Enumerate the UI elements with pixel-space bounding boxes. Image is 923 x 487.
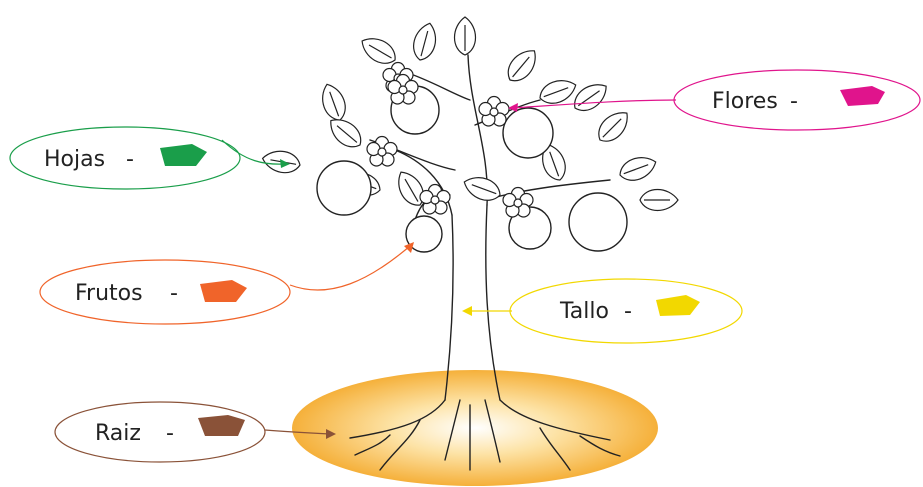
callout-hojas-bubble	[9, 126, 241, 190]
callout-raiz: Raiz -	[54, 401, 336, 463]
callout-hojas-dash: -	[126, 147, 134, 172]
callout-hojas-arrow	[221, 139, 286, 165]
tallo-color-swatch	[656, 295, 700, 316]
callout-tallo-dash: -	[624, 299, 632, 324]
hojas-color-swatch	[160, 144, 207, 166]
callout-frutos-bubble	[39, 259, 291, 325]
callout-raiz-label: Raiz	[95, 421, 141, 446]
callout-hojas: Hojas -	[9, 126, 290, 190]
callout-frutos-label: Frutos	[75, 281, 143, 306]
callout-tallo-label: Tallo	[559, 299, 609, 324]
frutos-color-swatch	[200, 280, 247, 302]
callout-frutos-arrow	[289, 245, 411, 291]
callout-frutos-dash: -	[170, 281, 178, 306]
callout-frutos: Frutos -	[39, 242, 414, 325]
callout-flores: Flores -	[508, 69, 921, 131]
flores-color-swatch	[840, 86, 885, 106]
callout-hojas-arrowhead	[280, 159, 290, 168]
callout-tallo: Tallo -	[462, 278, 743, 344]
callout-flores-label: Flores	[712, 89, 778, 114]
callout-hojas-label: Hojas	[44, 147, 105, 172]
raiz-color-swatch	[198, 415, 245, 436]
callout-frutos-arrowhead	[404, 242, 414, 253]
callout-raiz-arrow	[264, 429, 331, 435]
soil-area	[292, 370, 658, 486]
callout-raiz-dash: -	[166, 421, 174, 446]
callout-tallo-arrowhead	[462, 306, 472, 316]
callout-flores-arrowhead	[508, 103, 518, 112]
fruits	[316, 85, 628, 253]
callout-flores-dash: -	[790, 89, 798, 114]
callout-flores-arrow	[511, 99, 677, 109]
callout-raiz-arrowhead	[326, 429, 336, 439]
